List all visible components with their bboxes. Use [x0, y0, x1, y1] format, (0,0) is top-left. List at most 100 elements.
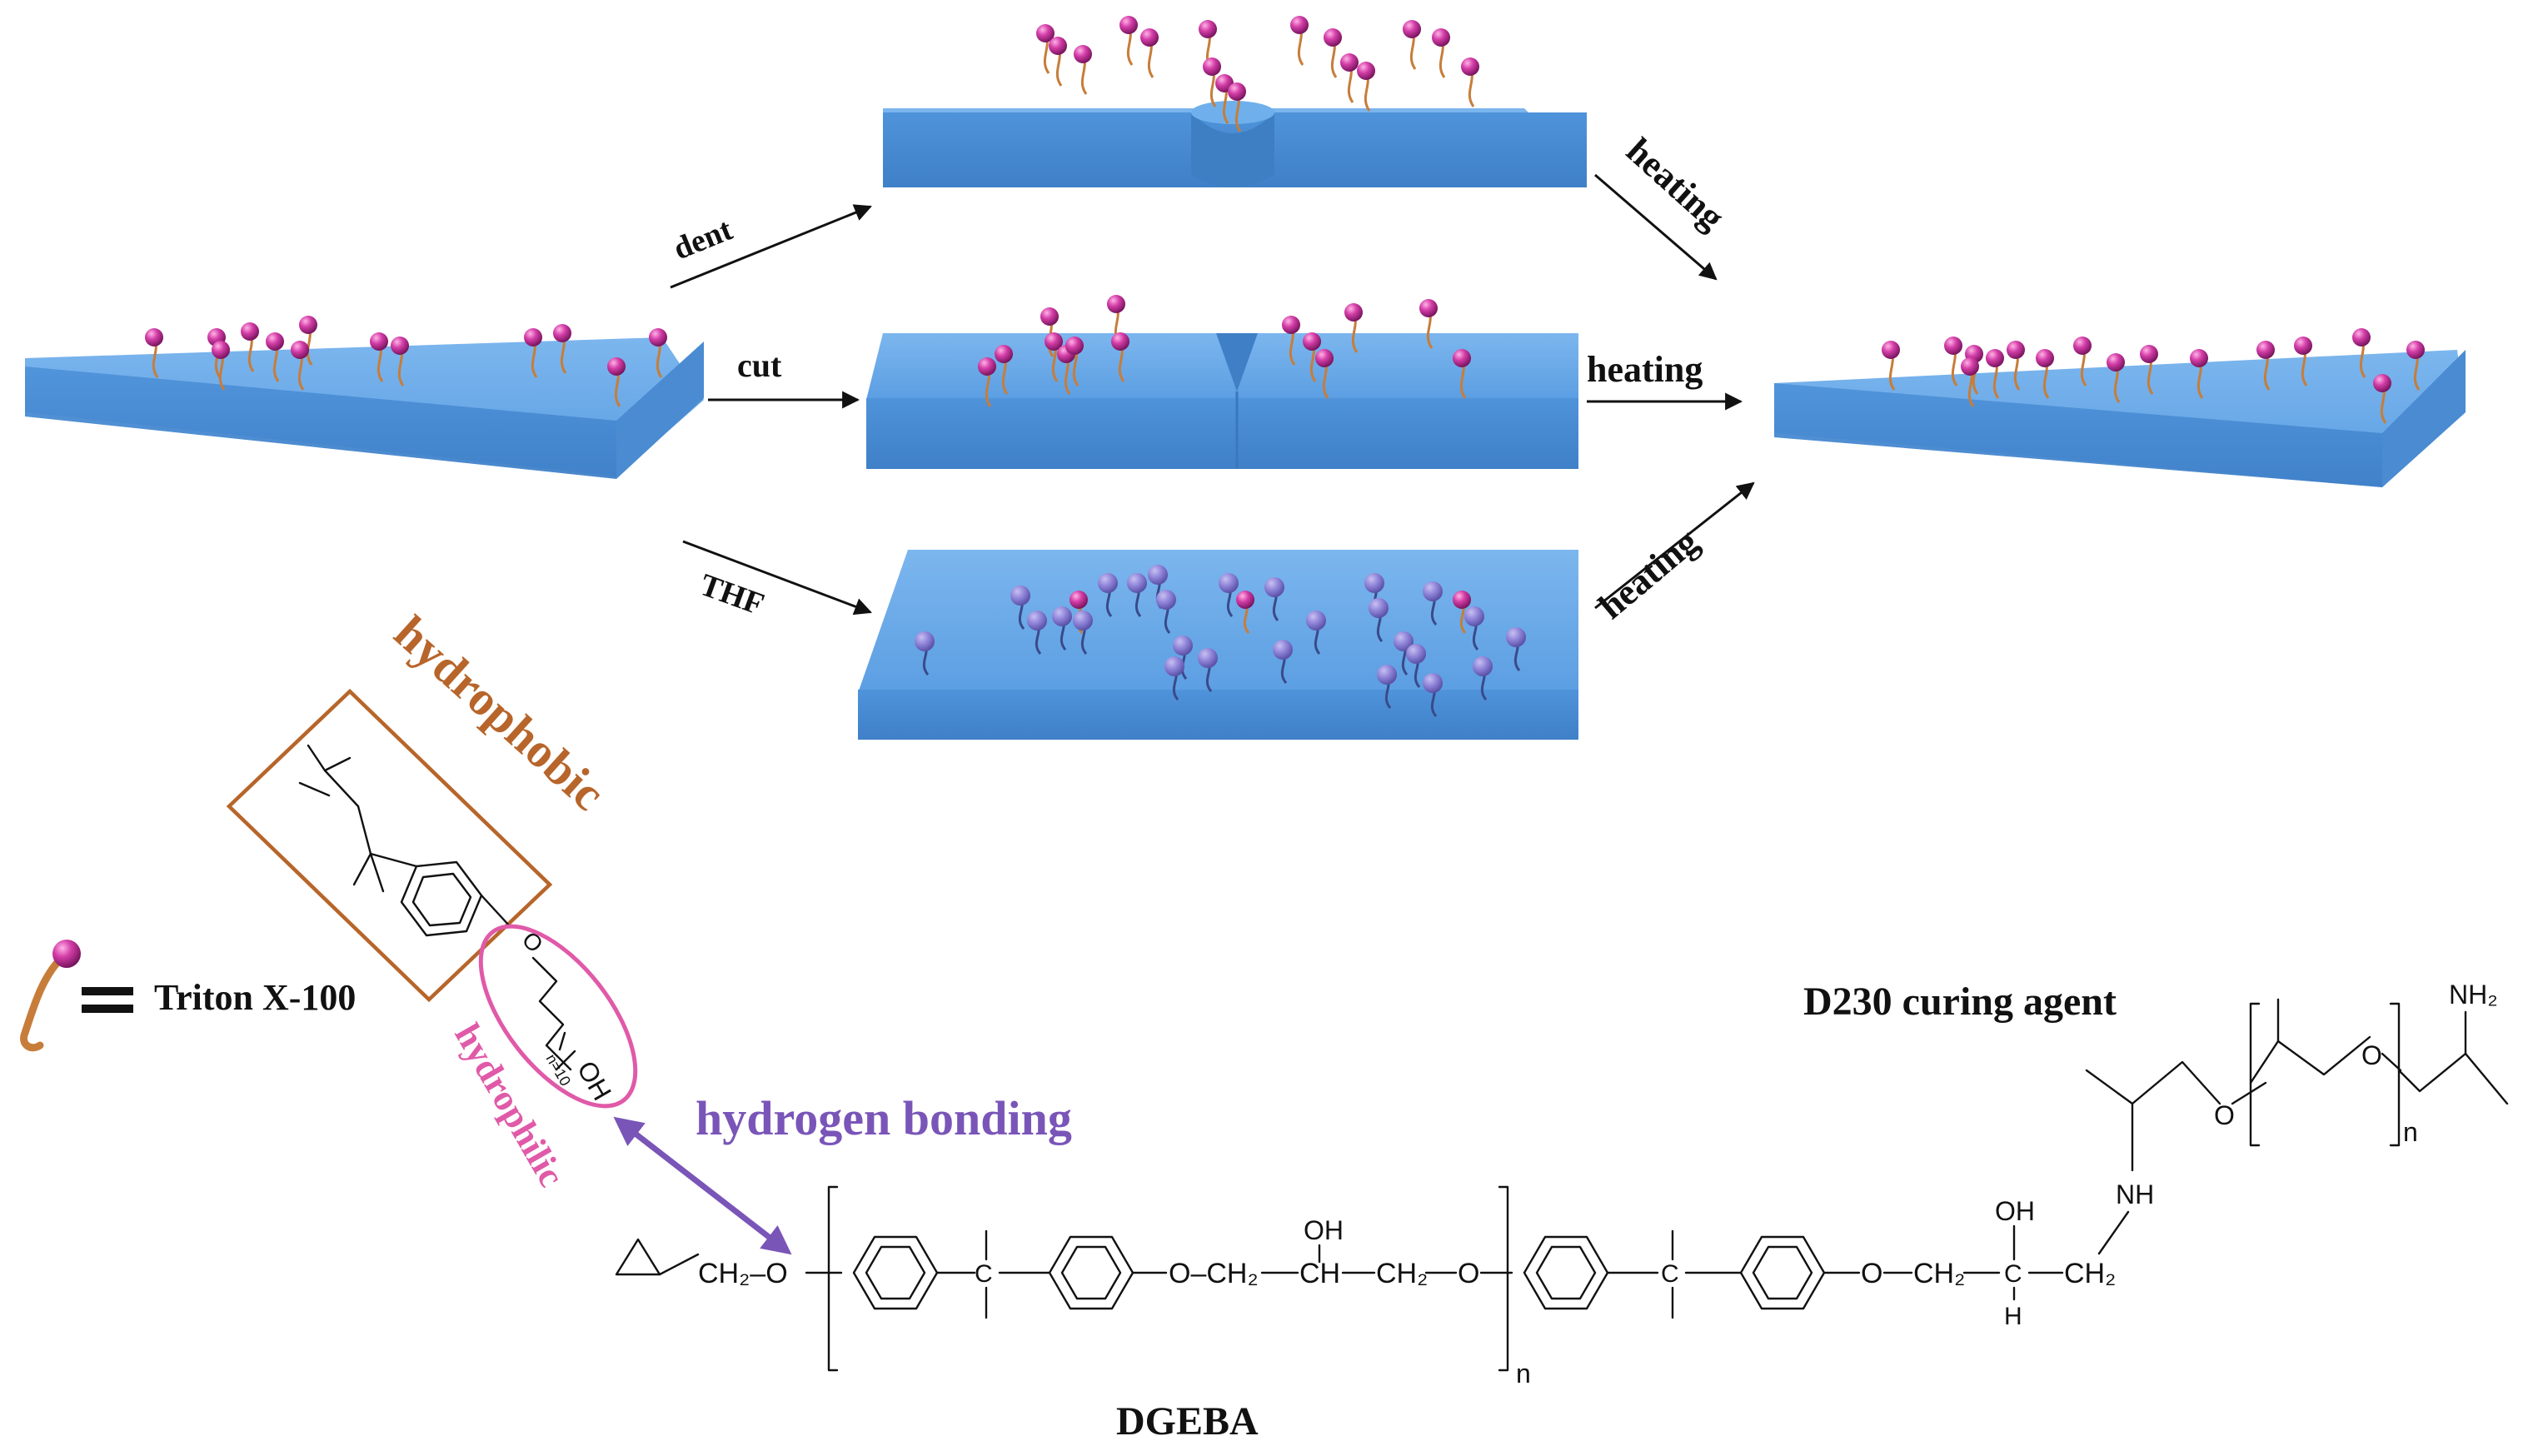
surfactant-head: [1156, 590, 1176, 610]
surfactant-head: [212, 341, 230, 359]
surfactant-head: [1344, 303, 1363, 322]
surfactant-head: [553, 324, 571, 342]
surfactant-head: [1461, 57, 1479, 76]
surfactant-head: [1040, 307, 1059, 326]
surfactant-head: [1027, 611, 1047, 631]
surfactant-head: [2140, 345, 2158, 363]
dgeba-close-bracket: [1498, 1185, 1509, 1372]
surfactant-head: [1173, 636, 1193, 656]
label-dent: dent: [669, 212, 738, 267]
dented-slab: [883, 16, 1587, 187]
surfactant-head: [1357, 62, 1375, 80]
surfactant-head: [1036, 24, 1055, 42]
dgeba-quaternary-c-1: C: [975, 1260, 993, 1288]
cut-slab: [866, 295, 1578, 469]
surfactant-head: [1473, 656, 1493, 676]
healed-slab: [1774, 328, 2466, 487]
surfactant-head: [1264, 577, 1284, 597]
dgeba-open-bracket: [827, 1185, 839, 1372]
thf-swollen-slab: [858, 550, 1578, 740]
surfactant-head: [1340, 53, 1359, 72]
surfactant-head: [1065, 337, 1084, 355]
arrow-dent: [670, 204, 872, 289]
dgeba-ch2: CH₂: [1376, 1258, 1428, 1289]
surfactant-head: [978, 357, 996, 376]
surfactant-head: [1394, 631, 1414, 651]
surfactant-legend: Triton X-100: [20, 940, 356, 1052]
arrow-thf: [682, 540, 872, 616]
surfactant-head: [1273, 640, 1293, 660]
surfactant-head: [1111, 332, 1129, 351]
surfactant-head: [1453, 591, 1471, 609]
surfactant-head: [1432, 28, 1450, 47]
surfactant-head: [1882, 341, 1900, 359]
surfactant-head: [1148, 565, 1168, 585]
surfactant-head-icon: [52, 940, 81, 968]
surfactant-head: [524, 328, 542, 347]
surfactant-head: [370, 332, 388, 351]
hydrogen-bond-label: hydrogen bonding: [696, 1091, 1072, 1145]
d230-structure: NH O O n NH₂ D230 curing agent: [1803, 980, 2509, 1255]
d230-name: D230 curing agent: [1803, 980, 2117, 1024]
surfactant-head: [2352, 328, 2371, 347]
surfactant-head: [1423, 581, 1443, 601]
triton-peg-chain: [531, 956, 572, 1071]
surfactant-head: [1315, 349, 1334, 367]
dgeba-ch: CH: [1299, 1258, 1340, 1289]
surfactant-head: [2007, 341, 2025, 359]
surfactant-head: [1203, 57, 1221, 76]
surfactant-head: [1107, 295, 1125, 313]
d230-o2: O: [2361, 1040, 2382, 1070]
surfactant-head: [2107, 353, 2125, 371]
surfactant-head: [1219, 573, 1239, 593]
surfactant-head: [1403, 20, 1421, 38]
surfactant-head: [1306, 611, 1326, 631]
d230-repeat-unit: [2249, 1035, 2371, 1085]
surfactant-head: [145, 328, 163, 347]
epoxide-ring: [615, 1238, 661, 1276]
surfactant-head: [1377, 665, 1397, 685]
surfactant-head: [1369, 598, 1389, 618]
dgeba-ch2-o: CH₂–O: [698, 1258, 788, 1289]
surfactant-head: [915, 631, 935, 651]
surfactant-head: [1464, 606, 1484, 626]
dgeba-n: n: [1516, 1359, 1531, 1389]
dgeba-oh-2: OH: [1995, 1196, 2035, 1226]
surfactant-head: [1406, 644, 1426, 664]
surfactant-head: [2294, 337, 2312, 355]
label-heating-top: heating: [1618, 130, 1732, 238]
dgeba-oh-1: OH: [1304, 1215, 1344, 1245]
d230-nh: NH: [2116, 1179, 2154, 1209]
d230-o1: O: [2214, 1100, 2235, 1130]
surfactant-head: [995, 345, 1013, 363]
surfactant-head: [1140, 28, 1159, 47]
initial-epoxy-slab: [25, 316, 704, 479]
d230-close-bracket: [2389, 1002, 2401, 1147]
label-thf: THF: [696, 567, 769, 622]
dgeba-name: DGEBA: [1116, 1399, 1259, 1444]
surfactant-head: [1986, 349, 2004, 367]
arrow-heating-top: [1594, 173, 1718, 281]
label-cut: cut: [737, 347, 782, 384]
surfactant-head: [1961, 357, 1979, 376]
tert-octyl-chain: [298, 744, 418, 893]
dgeba-ch2-end-1: CH₂: [1913, 1258, 1965, 1289]
surfactant-head: [266, 332, 284, 351]
surfactant-head: [1364, 573, 1384, 593]
surfactant-label: Triton X-100: [154, 977, 356, 1018]
hydrogen-bond-arrow: [613, 1116, 792, 1255]
surfactant-head: [1098, 573, 1118, 593]
surfactant-head: [241, 322, 259, 341]
surfactant-head: [1070, 591, 1088, 609]
surfactant-head: [1944, 337, 1962, 355]
triton-structure: hydrophobic O n=10 OH hydrophilic: [226, 605, 638, 1194]
surfactant-head: [291, 341, 309, 359]
hydrophilic-label: hydrophilic: [446, 1017, 572, 1194]
surfactant-head: [2373, 374, 2391, 392]
label-heating-bottom: heating: [1591, 521, 1706, 627]
d230-n: n: [2403, 1117, 2418, 1147]
surfactant-head: [607, 357, 626, 376]
surfactant-head: [1010, 586, 1030, 606]
surfactant-head: [2036, 349, 2054, 367]
